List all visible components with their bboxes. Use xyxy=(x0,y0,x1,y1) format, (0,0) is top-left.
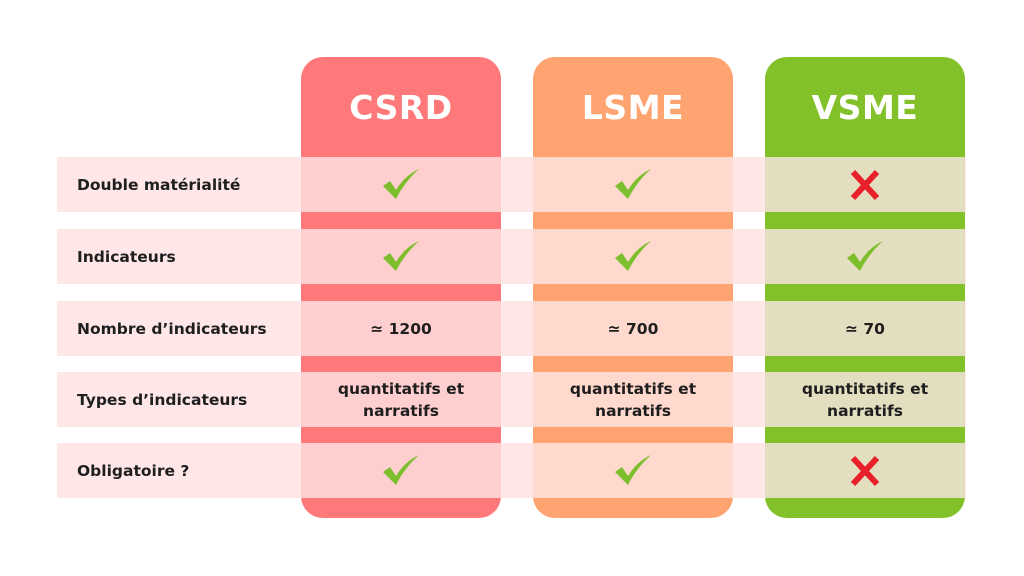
cell-text: quantitatifs et narratifs xyxy=(337,379,465,420)
cell-text: quantitatifs et narratifs xyxy=(801,379,929,420)
cell-vsme-double-materialite xyxy=(765,157,965,212)
cell-csrd-double-materialite xyxy=(301,157,501,212)
column-vsme: VSME xyxy=(765,57,965,518)
cell-csrd-types: quantitatifs et narratifs xyxy=(301,372,501,427)
cell-lsme-indicateurs xyxy=(533,229,733,284)
row-label: Double matérialité xyxy=(77,175,241,194)
cell-vsme-types: quantitatifs et narratifs xyxy=(765,372,965,427)
cell-vsme-obligatoire xyxy=(765,443,965,498)
check-icon xyxy=(383,168,419,199)
cross-icon xyxy=(850,169,880,200)
check-icon xyxy=(615,454,651,485)
cross-icon xyxy=(850,455,880,486)
row-label: Indicateurs xyxy=(77,247,176,266)
column-csrd: CSRD xyxy=(301,57,501,518)
cell-csrd-indicateurs xyxy=(301,229,501,284)
cell-csrd-nombre: ≃ 1200 xyxy=(301,301,501,356)
column-header-csrd: CSRD xyxy=(349,87,453,127)
cell-vsme-nombre: ≃ 70 xyxy=(765,301,965,356)
check-icon xyxy=(847,240,883,271)
cell-csrd-obligatoire xyxy=(301,443,501,498)
cell-text: quantitatifs et narratifs xyxy=(569,379,697,420)
check-icon xyxy=(615,240,651,271)
row-label: Obligatoire ? xyxy=(77,461,190,480)
column-header-lsme: LSME xyxy=(581,87,685,127)
check-icon xyxy=(383,454,419,485)
cell-vsme-indicateurs xyxy=(765,229,965,284)
column-lsme: LSME xyxy=(533,57,733,518)
row-label: Nombre d’indicateurs xyxy=(77,319,267,338)
cell-lsme-nombre: ≃ 700 xyxy=(533,301,733,356)
column-header-vsme: VSME xyxy=(811,87,919,127)
check-icon xyxy=(383,240,419,271)
check-icon xyxy=(615,168,651,199)
cell-lsme-types: quantitatifs et narratifs xyxy=(533,372,733,427)
cell-lsme-obligatoire xyxy=(533,443,733,498)
row-label: Types d’indicateurs xyxy=(77,390,248,409)
cell-lsme-double-materialite xyxy=(533,157,733,212)
